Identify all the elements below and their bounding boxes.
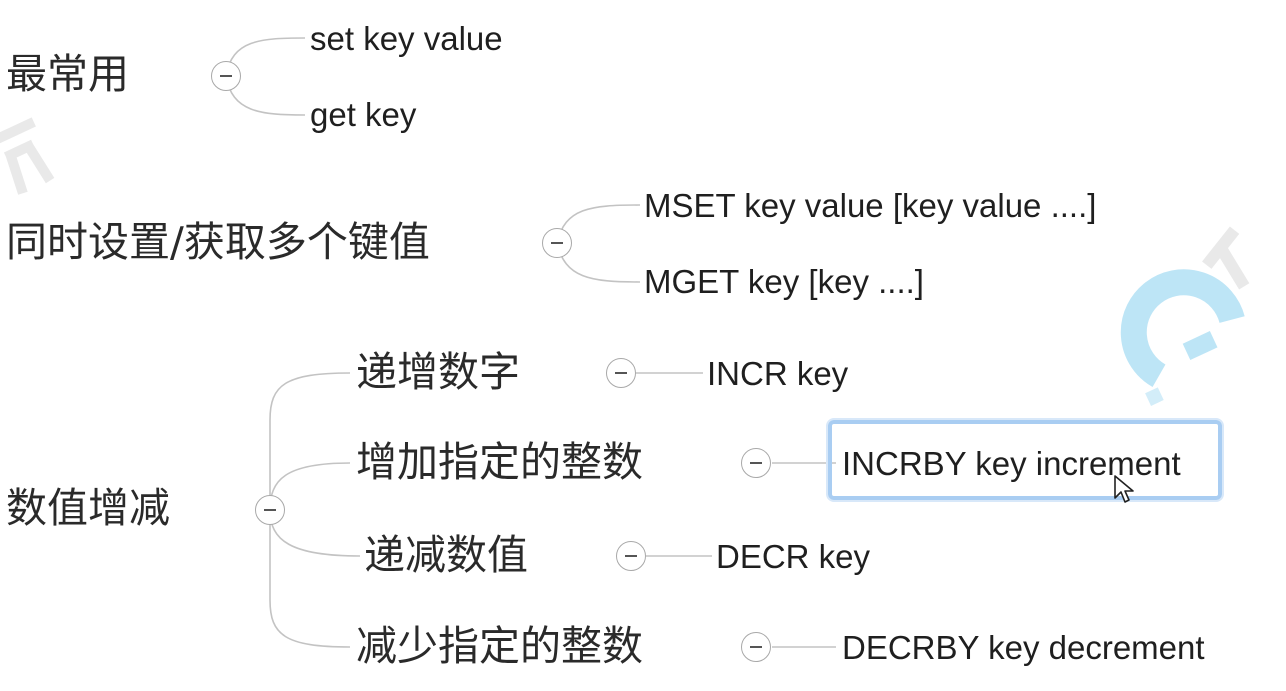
subtopic-decrement-by[interactable]: 减少指定的整数 bbox=[356, 622, 643, 670]
collapse-toggle-multi[interactable] bbox=[542, 228, 572, 258]
node-mset[interactable]: MSET key value [key value ....] bbox=[644, 187, 1097, 224]
collapse-toggle-most-used[interactable] bbox=[211, 61, 241, 91]
node-mget[interactable]: MGET key [key ....] bbox=[644, 263, 924, 300]
minus-circle-icon bbox=[750, 646, 762, 648]
subtopic-increment[interactable]: 递增数字 bbox=[356, 348, 520, 396]
minus-circle-icon bbox=[750, 462, 762, 464]
topic-numeric-inc-dec[interactable]: 数值增减 bbox=[6, 484, 170, 532]
node-decr[interactable]: DECR key bbox=[716, 538, 871, 575]
selected-node-highlight bbox=[828, 420, 1222, 500]
subtopic-increment-by[interactable]: 增加指定的整数 bbox=[356, 438, 643, 486]
topic-most-used[interactable]: 最常用 bbox=[6, 50, 129, 98]
node-decrby[interactable]: DECRBY key decrement bbox=[842, 629, 1205, 666]
subtopic-decrement[interactable]: 递减数值 bbox=[364, 531, 528, 579]
node-set-key-value[interactable]: set key value bbox=[310, 20, 503, 57]
collapse-toggle-decrement-by[interactable] bbox=[741, 632, 771, 662]
collapse-toggle-increment[interactable] bbox=[606, 358, 636, 388]
minus-circle-icon bbox=[264, 509, 276, 511]
minus-circle-icon bbox=[551, 242, 563, 244]
collapse-toggle-numeric[interactable] bbox=[255, 495, 285, 525]
node-get-key[interactable]: get key bbox=[310, 96, 417, 133]
mouse-pointer-icon bbox=[1114, 475, 1134, 503]
collapse-toggle-increment-by[interactable] bbox=[741, 448, 771, 478]
minus-circle-icon bbox=[220, 75, 232, 77]
minus-circle-icon bbox=[615, 372, 627, 374]
node-incr[interactable]: INCR key bbox=[707, 355, 849, 392]
minus-circle-icon bbox=[625, 555, 637, 557]
collapse-toggle-decrement[interactable] bbox=[616, 541, 646, 571]
topic-multi-get-set[interactable]: 同时设置/获取多个键值 bbox=[6, 218, 430, 266]
node-incrby[interactable]: INCRBY key increment bbox=[842, 445, 1181, 482]
